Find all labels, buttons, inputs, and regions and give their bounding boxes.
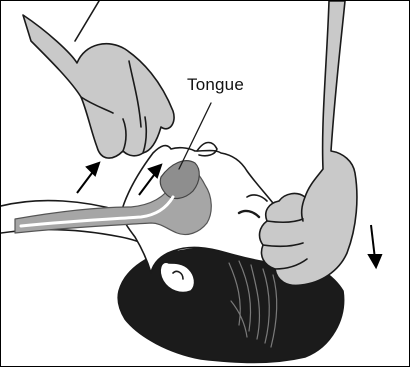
down-arrow-icon [369,225,381,267]
glove-left-hand [23,15,174,158]
glove-right-hand [260,1,357,285]
tongue-label: Tongue [187,75,244,95]
up-arrow-icon [77,163,99,193]
